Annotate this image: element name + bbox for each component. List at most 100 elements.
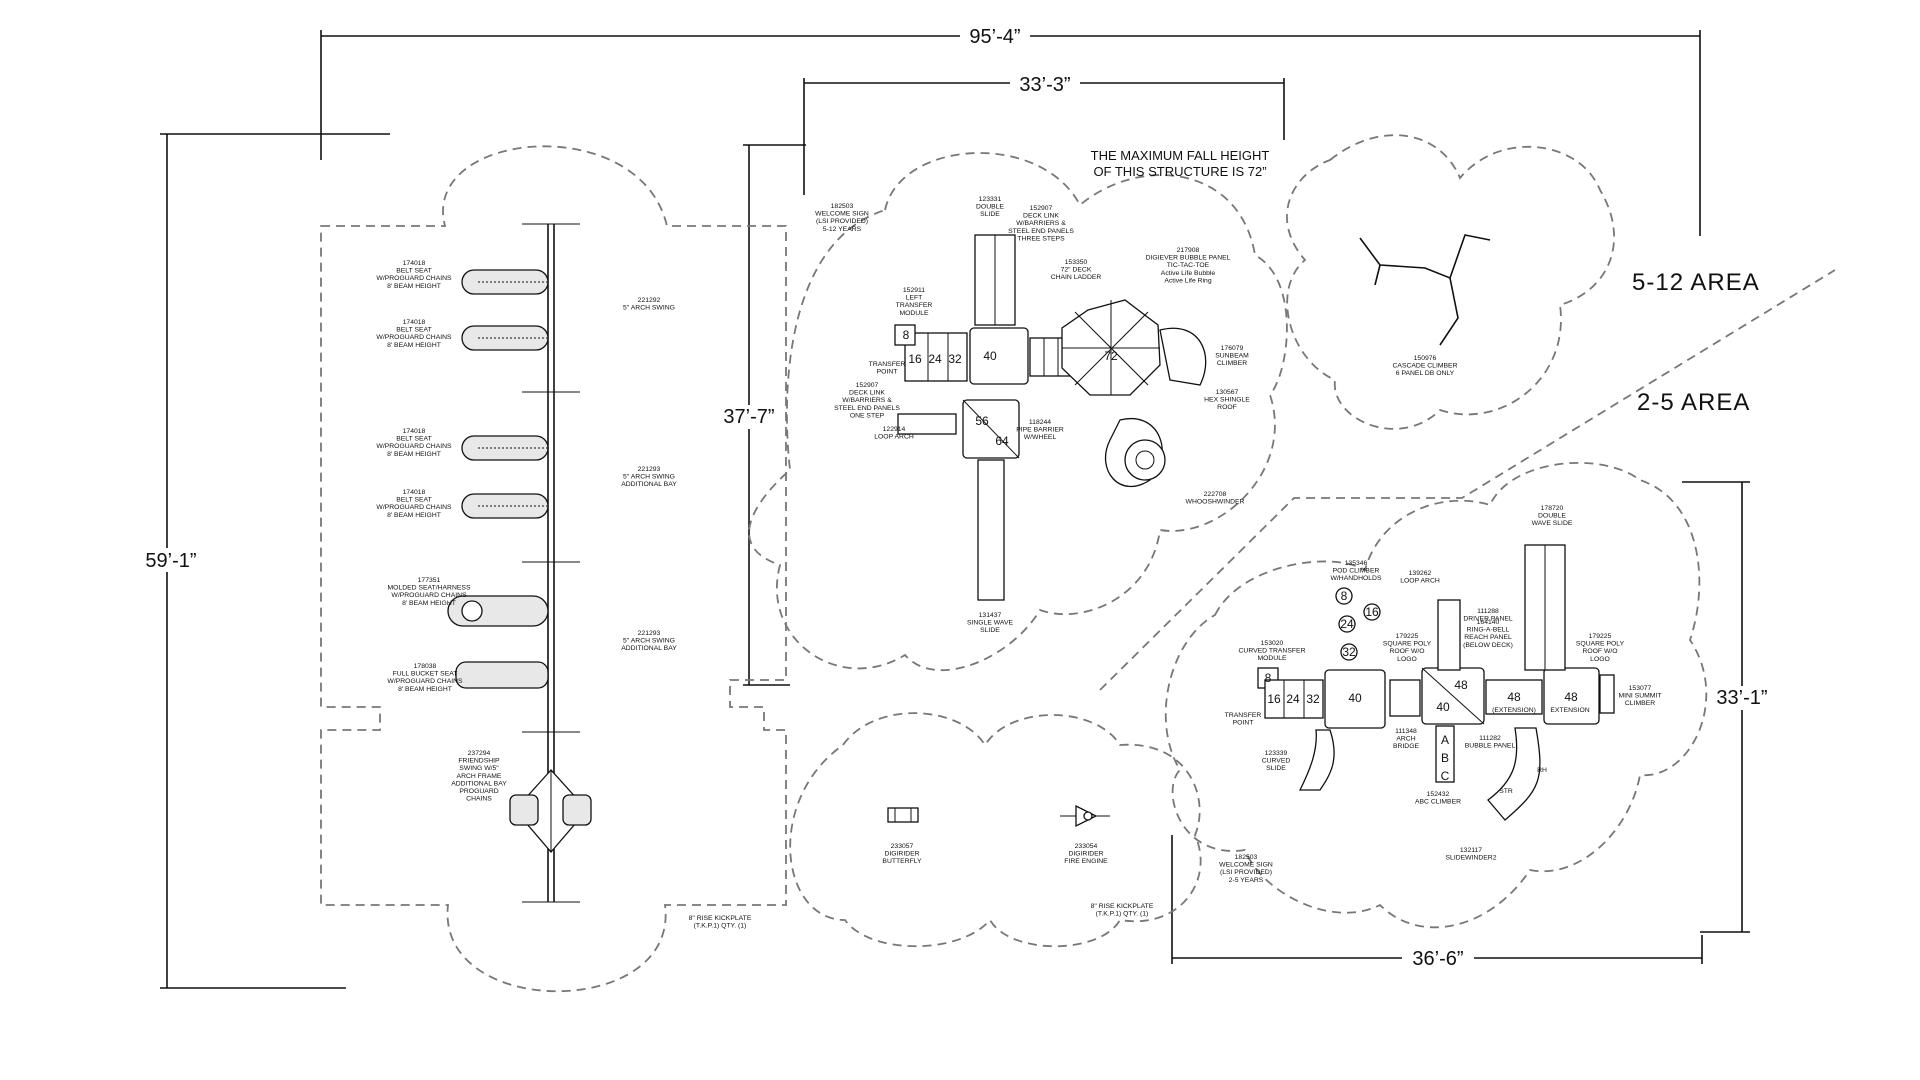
svg-text:48: 48 bbox=[1507, 690, 1521, 704]
svg-text:32: 32 bbox=[1342, 645, 1356, 659]
lower-width-dimension: 36’-6” bbox=[1171, 835, 1703, 970]
cascade-climber bbox=[1359, 234, 1491, 346]
pod bbox=[1338, 615, 1356, 633]
svg-text:8: 8 bbox=[1341, 589, 1348, 603]
equipment-callout: 8" RISE KICKPLATE(T.K.P.1) QTY. (1) bbox=[689, 915, 752, 930]
butterfly-rider bbox=[887, 807, 919, 823]
svg-text:C: C bbox=[1441, 769, 1450, 783]
svg-text:72: 72 bbox=[1104, 349, 1118, 363]
upper-height-dimension: 37’-7” bbox=[720, 144, 806, 686]
pod bbox=[1335, 587, 1353, 605]
area-divider: 5-12 AREA 2-5 AREA bbox=[1099, 269, 1836, 691]
deck-40 bbox=[1324, 669, 1386, 729]
svg-text:OF THIS STRUCTURE IS 72”: OF THIS STRUCTURE IS 72” bbox=[1093, 164, 1266, 179]
lower-play-structure-zone bbox=[1164, 462, 1708, 929]
overall-height-label: 59’-1” bbox=[145, 550, 196, 572]
arch-bridge bbox=[1389, 679, 1421, 717]
svg-text:64: 64 bbox=[995, 434, 1009, 448]
overall-height-dimension: 59’-1” bbox=[137, 133, 390, 989]
extension-deck bbox=[1485, 679, 1543, 715]
lower-height-label: 33’-1” bbox=[1716, 687, 1767, 709]
svg-text:16: 16 bbox=[908, 352, 922, 366]
svg-text:32: 32 bbox=[948, 352, 962, 366]
friendship-swing bbox=[509, 769, 592, 853]
svg-text:EXTENSION: EXTENSION bbox=[1550, 707, 1589, 714]
svg-text:40: 40 bbox=[1436, 700, 1450, 714]
svg-text:A: A bbox=[1441, 733, 1449, 747]
belt-seat bbox=[461, 269, 549, 295]
lower-height-dimension: 33’-1” bbox=[1682, 481, 1772, 933]
upper-height-label: 37’-7” bbox=[723, 406, 774, 428]
svg-text:24: 24 bbox=[1340, 617, 1354, 631]
transfer-point bbox=[894, 324, 916, 346]
svg-text:B: B bbox=[1441, 751, 1449, 765]
svg-text:56: 56 bbox=[975, 414, 989, 428]
tot-rider-use-zone bbox=[789, 712, 1202, 948]
svg-text:48: 48 bbox=[1564, 690, 1578, 704]
upper-width-label: 33’-3” bbox=[1019, 74, 1070, 96]
cascade-use-zone bbox=[1286, 134, 1615, 430]
svg-text:40: 40 bbox=[983, 349, 997, 363]
svg-text:40: 40 bbox=[1348, 691, 1362, 705]
svg-text:STR: STR bbox=[1499, 788, 1513, 795]
fall-height-note: THE MAXIMUM FALL HEIGHT OF THIS STRUCTUR… bbox=[1091, 148, 1270, 179]
svg-text:48: 48 bbox=[1454, 678, 1468, 692]
svg-text:24: 24 bbox=[928, 352, 942, 366]
belt-seat bbox=[461, 435, 549, 461]
sunbeam-climber bbox=[1159, 327, 1207, 386]
deck-48 bbox=[1543, 667, 1600, 725]
curved-transfer-module bbox=[1264, 679, 1324, 719]
equipment-callout: 8" RISE KICKPLATE(T.K.P.1) QTY. (1) bbox=[1091, 903, 1154, 918]
fire-engine-rider bbox=[1060, 804, 1110, 828]
pod bbox=[1340, 643, 1358, 661]
svg-text:24: 24 bbox=[1286, 692, 1300, 706]
svg-text:RH: RH bbox=[1537, 767, 1547, 774]
belt-seat bbox=[461, 325, 549, 351]
single-wave-slide bbox=[977, 459, 1005, 601]
upper-width-dimension: 33’-3” bbox=[803, 73, 1285, 195]
svg-text:8: 8 bbox=[903, 328, 910, 342]
lower-play-structure: 40 48 40 48 48 8 16 24 32 8 16 24 32 A B… bbox=[1257, 544, 1615, 821]
svg-text:THE MAXIMUM FALL HEIGHT: THE MAXIMUM FALL HEIGHT bbox=[1091, 148, 1270, 163]
curved-slide bbox=[1298, 729, 1335, 791]
svg-text:8: 8 bbox=[1265, 671, 1272, 685]
lower-width-label: 36’-6” bbox=[1412, 948, 1463, 970]
belt-seat bbox=[461, 493, 549, 519]
